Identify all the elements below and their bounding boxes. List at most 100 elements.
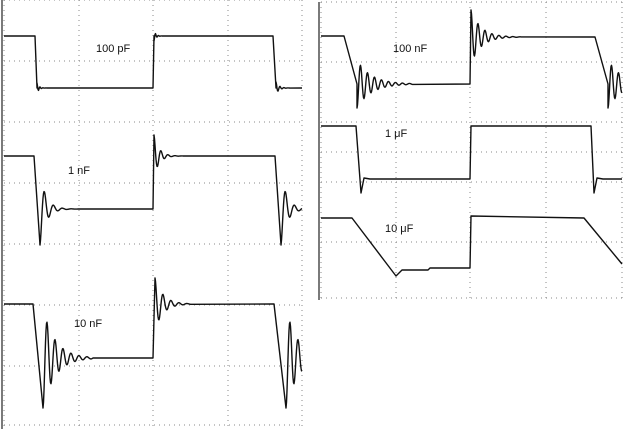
right-grid-hdot <box>381 121 382 123</box>
right-grid-vdot <box>469 22 471 23</box>
left-grid-vdot <box>3 290 5 291</box>
right-grid-hdot <box>396 61 397 63</box>
right-grid-vdot <box>621 112 623 113</box>
right-grid-hdot <box>611 121 612 123</box>
trace-100pF <box>4 32 303 92</box>
left-grid-vdot <box>78 345 80 346</box>
left-grid-hdot <box>114 424 115 426</box>
left-grid-hdot <box>259 121 260 123</box>
right-grid-hdot <box>541 121 542 123</box>
right-grid-vdot <box>469 17 471 18</box>
right-grid-hdot <box>321 61 322 63</box>
right-grid-vdot <box>621 52 623 53</box>
left-grid-vdot <box>3 10 5 11</box>
left-grid-vdot <box>152 225 154 226</box>
right-grid-vdot <box>621 82 623 83</box>
left-grid-hdot <box>119 365 120 367</box>
left-grid-vdot <box>152 115 154 116</box>
left-grid-hdot <box>69 121 70 123</box>
left-grid-vdot <box>3 100 5 101</box>
right-grid-vdot <box>395 92 397 93</box>
right-grid-hdot <box>326 151 327 153</box>
left-grid-hdot <box>259 0 260 1</box>
right-grid-hdot <box>596 297 597 299</box>
right-grid-vdot <box>469 277 471 278</box>
right-grid-hdot <box>621 181 622 183</box>
left-grid-vdot <box>3 105 5 106</box>
left-grid-vdot <box>227 245 229 246</box>
left-grid-hdot <box>189 60 190 62</box>
left-grid-hdot <box>129 424 130 426</box>
left-grid-hdot <box>19 0 20 1</box>
right-grid-hdot <box>461 61 462 63</box>
right-grid-vdot <box>469 197 471 198</box>
right-grid-hdot <box>466 121 467 123</box>
left-grid-hdot <box>284 424 285 426</box>
right-grid-hdot <box>401 241 402 243</box>
left-grid-hdot <box>84 60 85 62</box>
left-grid-hdot <box>74 60 75 62</box>
left-grid-vdot <box>227 280 229 281</box>
left-grid-hdot <box>139 182 140 184</box>
right-grid-hdot <box>496 121 497 123</box>
right-grid-vdot <box>395 57 397 58</box>
right-grid-hdot <box>446 1 447 3</box>
left-grid-hdot <box>149 182 150 184</box>
right-grid-hdot <box>396 181 397 183</box>
left-grid-hdot <box>184 182 185 184</box>
right-grid-hdot <box>321 181 322 183</box>
left-grid-hdot <box>299 424 300 426</box>
right-grid-vdot <box>469 102 471 103</box>
left-grid-hdot <box>224 424 225 426</box>
right-grid-vdot <box>621 127 623 128</box>
label-1uF: 1 μF <box>385 128 408 140</box>
left-grid-hdot <box>124 60 125 62</box>
left-grid-vdot <box>3 85 5 86</box>
right-grid-vdot <box>621 77 623 78</box>
left-grid-hdot <box>59 304 60 306</box>
right-grid-vdot <box>395 252 397 253</box>
left-grid-hdot <box>94 243 95 245</box>
left-grid-hdot <box>109 121 110 123</box>
right-grid-hdot <box>601 297 602 299</box>
left-grid-vdot <box>152 250 154 251</box>
left-grid-vdot <box>3 180 5 181</box>
right-grid-hdot <box>516 181 517 183</box>
right-grid-hdot <box>561 181 562 183</box>
left-grid-hdot <box>184 121 185 123</box>
right-grid-hdot <box>381 1 382 3</box>
left-grid-hdot <box>84 121 85 123</box>
left-grid-hdot <box>84 243 85 245</box>
right-grid-vdot <box>395 277 397 278</box>
right-grid-vdot <box>395 72 397 73</box>
left-grid-hdot <box>229 304 230 306</box>
right-grid-hdot <box>346 121 347 123</box>
right-grid-vdot <box>320 227 322 228</box>
right-grid-vdot <box>621 7 623 8</box>
left-grid-vdot <box>3 165 5 166</box>
right-grid-vdot <box>320 272 322 273</box>
left-grid-hdot <box>139 243 140 245</box>
right-grid-vdot <box>545 212 547 213</box>
right-grid-vdot <box>395 232 397 233</box>
left-grid-hdot <box>39 60 40 62</box>
right-grid-vdot <box>320 282 322 283</box>
left-grid-hdot <box>269 0 270 1</box>
right-grid-vdot <box>545 167 547 168</box>
left-grid-vdot <box>301 305 303 306</box>
right-grid-hdot <box>336 151 337 153</box>
right-grid-hdot <box>496 151 497 153</box>
left-grid-hdot <box>34 365 35 367</box>
left-grid-vdot <box>227 315 229 316</box>
right-grid-hdot <box>386 297 387 299</box>
right-grid-hdot <box>411 1 412 3</box>
left-grid-hdot <box>114 304 115 306</box>
left-grid-vdot <box>152 365 154 366</box>
right-grid-hdot <box>571 61 572 63</box>
left-grid-hdot <box>84 0 85 1</box>
left-grid-hdot <box>249 424 250 426</box>
right-grid-hdot <box>581 1 582 3</box>
left-grid-hdot <box>104 243 105 245</box>
left-grid-vdot <box>301 135 303 136</box>
left-grid-hdot <box>84 424 85 426</box>
